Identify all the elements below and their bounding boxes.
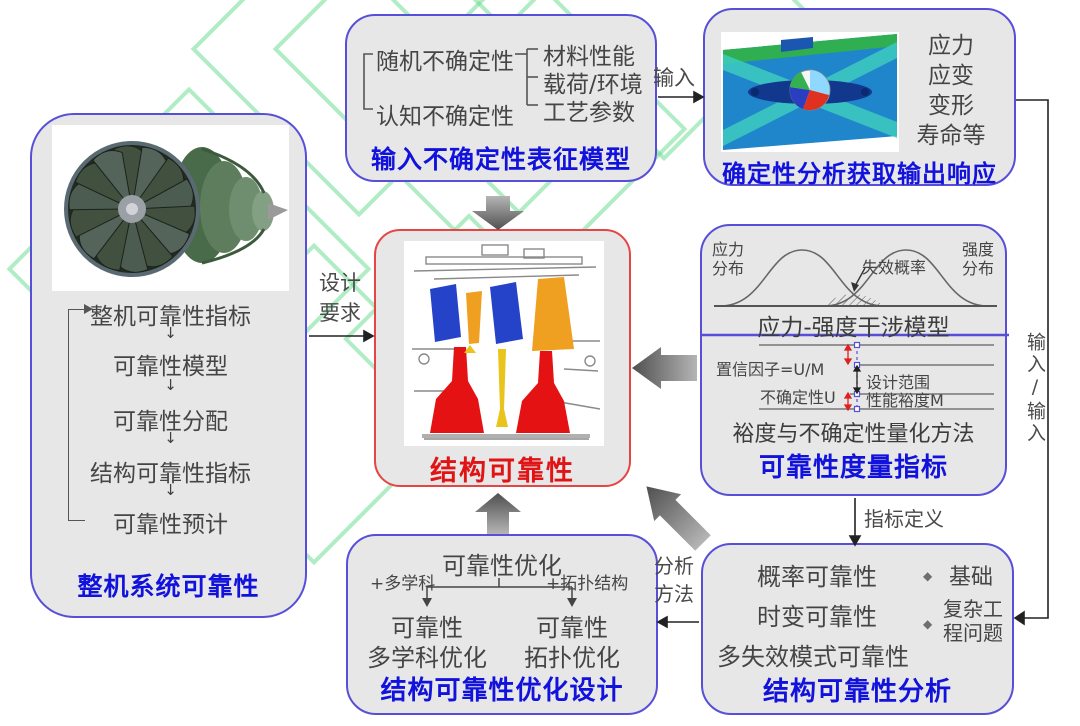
uncertainty-source: 随机不确定性 — [376, 49, 514, 75]
analysis-box-title: 结构可靠性分析 — [762, 677, 952, 707]
analysis-item: 多失效模式可靠性 — [717, 643, 909, 671]
uncertainty-factor: 工艺参数 — [543, 100, 635, 126]
leaf-topology: 可靠性 — [536, 614, 608, 642]
strength-dist-label: 强度分布 — [961, 240, 994, 278]
system-flow-item: 可靠性预计 — [113, 512, 228, 538]
structural-reliability-box: 结构可靠性 — [374, 229, 631, 487]
output-response: 应力 — [928, 33, 974, 59]
down-arrow-icon — [52, 480, 289, 500]
margin-m-label: 性能裕度M — [866, 391, 944, 410]
fea-contour-image — [721, 32, 899, 152]
uncertainty-u-label: 不确定性U — [760, 388, 836, 407]
engine-cross-section — [404, 241, 604, 446]
design-requirement-label: 设计要求 — [319, 271, 361, 325]
feedback-loop-line — [68, 309, 85, 521]
feedback-loop-arrowhead — [84, 304, 93, 314]
structural-reliability-title: 结构可靠性 — [430, 456, 575, 487]
deterministic-analysis-title: 确定性分析获取输出响应 — [722, 160, 997, 188]
analysis-item: 时变可靠性 — [757, 603, 877, 631]
reliability-optimization-box: 可靠性优化 +多学科 +拓扑结构 可靠性 多学科优化 可靠性 拓扑优化 结构可靠… — [346, 534, 658, 715]
failure-probability-label: 失效概率 — [862, 258, 927, 277]
branch-label-multidisciplinary: +多学科 — [370, 574, 436, 594]
confidence-factor-label: 置信因子=U/M — [716, 360, 825, 379]
branch-label-topology: +拓扑结构 — [546, 574, 629, 594]
design-range-label: 设计范围 — [866, 373, 931, 392]
deterministic-analysis-box: 应力 应变 变形 寿命等 确定性分析获取输出响应 — [703, 8, 1016, 188]
uncertainty-source: 认知不确定性 — [376, 104, 514, 130]
uncertainty-factor: 载荷/环境 — [543, 72, 643, 98]
io-label: 输入/输入 — [1024, 332, 1046, 445]
output-response: 变形 — [928, 93, 974, 119]
leaf-multidisciplinary: 多学科优化 — [367, 644, 487, 672]
optimization-box-title: 结构可靠性优化设计 — [380, 676, 624, 706]
diamond-bullet-icon — [923, 565, 932, 584]
thick-arrow-up — [475, 493, 521, 534]
leaf-topology: 拓扑优化 — [524, 644, 620, 672]
metric-definition-label: 指标定义 — [864, 507, 944, 531]
stress-dist-label: 应力分布 — [711, 240, 744, 278]
input-arrow-label: 输入 — [653, 66, 695, 90]
down-arrow-icon — [52, 323, 289, 343]
input-uncertainty-box: 随机不确定性 认知不确定性 材料性能 载荷/环境 工艺参数 输入不确定性表征模型 — [345, 14, 657, 182]
uncertainty-factor: 材料性能 — [543, 44, 635, 70]
down-arrow-icon — [52, 375, 289, 395]
optimization-root: 可靠性优化 — [442, 552, 562, 580]
tag-complex: 复杂工程问题 — [943, 597, 1003, 645]
interference-caption: 应力-强度干涉模型 — [757, 315, 950, 341]
leaf-multidisciplinary: 可靠性 — [391, 614, 463, 642]
analysis-method-label: 分析方法 — [654, 554, 694, 606]
output-response: 寿命等 — [916, 123, 986, 149]
thick-arrow-left — [632, 347, 697, 389]
reliability-metrics-box: 应力分布 强度分布 失效概率 应力-强度干涉模型 置信因子=U/M 设计范围 不… — [700, 224, 1009, 496]
reliability-analysis-box: 概率可靠性 时变可靠性 多失效模式可靠性 基础 复杂工程问题 结构可靠性分析 — [701, 543, 1014, 715]
tag-basic: 基础 — [949, 565, 994, 590]
diamond-bullet-icon — [923, 613, 932, 632]
input-uncertainty-title: 输入不确定性表征模型 — [370, 145, 631, 174]
engine-photo — [52, 125, 289, 291]
system-box-title: 整机系统可靠性 — [77, 572, 260, 601]
output-response: 应变 — [928, 63, 974, 89]
margin-caption: 裕度与不确定性量化方法 — [732, 422, 975, 447]
system-reliability-box: 整机可靠性指标 可靠性模型 可靠性分配 结构可靠性指标 可靠性预计 整机系统可靠… — [30, 113, 307, 618]
analysis-item: 概率可靠性 — [757, 563, 877, 591]
metrics-box-title: 可靠性度量指标 — [758, 453, 948, 483]
down-arrow-icon — [52, 428, 289, 448]
